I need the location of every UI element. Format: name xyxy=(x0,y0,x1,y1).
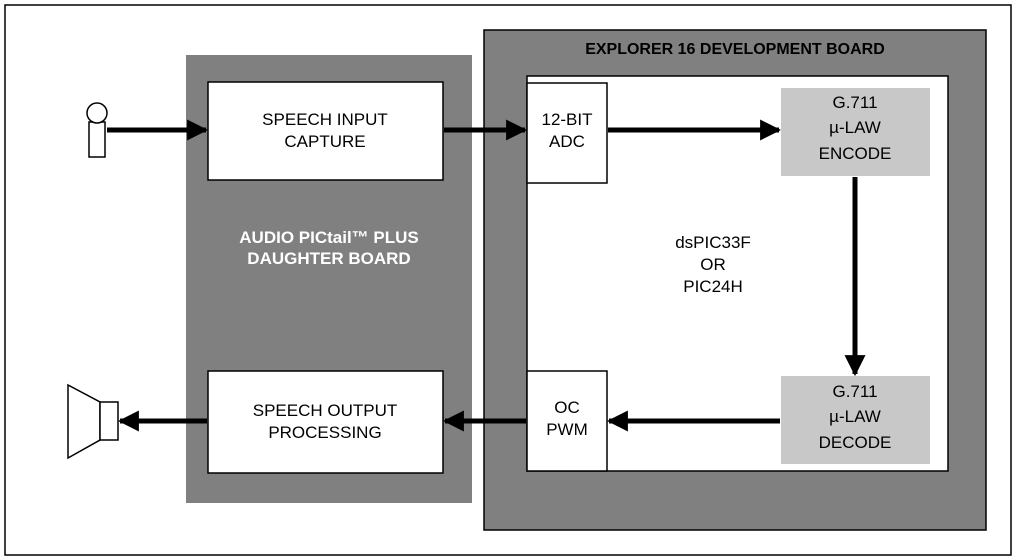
decode-label-line2: µ-LAW xyxy=(829,407,881,426)
explorer-board-title: EXPLORER 16 DEVELOPMENT BOARD xyxy=(585,41,885,58)
encode-label-line2: µ-LAW xyxy=(829,118,881,137)
oc-pwm-label-line2: PWM xyxy=(546,420,588,439)
oc-pwm-label-line1: OC xyxy=(554,398,580,417)
adc-box xyxy=(526,82,608,184)
daughter-board-label-line2: DAUGHTER BOARD xyxy=(247,249,410,268)
speech-input-capture-box xyxy=(207,81,444,181)
oc-pwm-box xyxy=(526,370,608,472)
speech-input-label-line2: CAPTURE xyxy=(284,132,365,151)
speech-output-processing-box xyxy=(207,370,444,474)
g711-decode-box xyxy=(781,376,930,464)
daughter-board-label-line1: AUDIO PICtail™ PLUS xyxy=(239,228,418,247)
speech-output-label-line2: PROCESSING xyxy=(268,423,381,442)
speech-input-label-line1: SPEECH INPUT xyxy=(262,110,388,129)
encode-label-line1: G.711 xyxy=(832,93,877,112)
decode-label-line3: DECODE xyxy=(819,433,892,452)
speech-output-label-line1: SPEECH OUTPUT xyxy=(253,401,398,420)
speaker-icon xyxy=(67,383,119,460)
processor-label-line2: OR xyxy=(700,255,726,274)
processor-label-line3: PIC24H xyxy=(683,277,743,296)
encode-label-line3: ENCODE xyxy=(819,144,892,163)
processor-label-line1: dsPIC33F xyxy=(675,233,751,252)
adc-label-line1: 12-BIT xyxy=(541,110,592,129)
g711-encode-box xyxy=(781,88,930,176)
adc-label-line2: ADC xyxy=(549,132,585,151)
microphone-icon xyxy=(86,102,108,158)
decode-label-line1: G.711 xyxy=(832,382,877,401)
